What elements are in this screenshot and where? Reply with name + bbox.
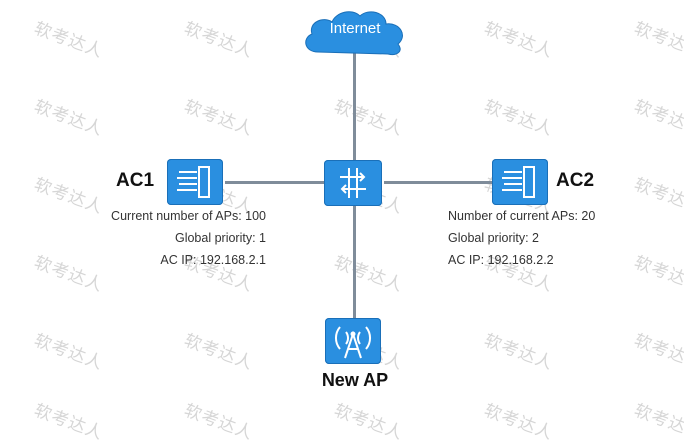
ac1-ap-count: Current number of APs: 100 [111, 209, 266, 223]
watermark-text: 软考达人 [331, 400, 406, 444]
ac2-priority: Global priority: 2 [448, 231, 540, 245]
new-ap-label: New AP [321, 370, 389, 390]
cloud-icon [305, 11, 403, 55]
watermark-text: 软考达人 [181, 96, 256, 141]
watermark-text: 软考达人 [181, 18, 256, 63]
watermark-text: 软考达人 [631, 96, 684, 141]
network-diagram: 软考达人软考达人软考达人软考达人软考达人软考达人软考达人软考达人软考达人软考达人… [31, 11, 684, 444]
watermark-text: 软考达人 [31, 96, 106, 141]
watermark-text: 软考达人 [331, 252, 406, 297]
watermark-text: 软考达人 [631, 330, 684, 375]
watermark-text: 软考达人 [31, 18, 106, 63]
ac1-title: AC1 [116, 170, 155, 191]
watermark-text: 软考达人 [631, 400, 684, 444]
link-switch-ac2 [384, 181, 492, 184]
wireless-ap-icon [335, 326, 371, 359]
access-controller-icon [177, 166, 210, 198]
watermark-text: 软考达人 [631, 252, 684, 297]
ac2-ap-count: Number of current APs: 20 [448, 209, 596, 223]
ac1-ip: AC IP: 192.168.2.1 [160, 253, 266, 267]
ac2-ip: AC IP: 192.168.2.2 [448, 253, 554, 267]
new-ap-device [325, 318, 381, 364]
ac1-details: Current number of APs: 100 Global priori… [40, 205, 266, 271]
access-controller-icon [502, 166, 535, 198]
ac1-device [167, 159, 223, 205]
watermark-text: 软考达人 [31, 400, 106, 444]
watermark-text: 软考达人 [481, 18, 556, 63]
watermark-text: 软考达人 [481, 330, 556, 375]
link-switch-ap [353, 204, 356, 320]
watermark-text: 软考达人 [631, 18, 684, 63]
link-ac1-switch [225, 181, 325, 184]
switch-icon [340, 168, 366, 198]
ac2-details: Number of current APs: 20 Global priorit… [448, 205, 595, 271]
watermark-text: 软考达人 [481, 96, 556, 141]
ac2-device [492, 159, 548, 205]
ac2-title: AC2 [556, 170, 595, 191]
watermark-text: 软考达人 [181, 330, 256, 375]
watermark-text: 软考达人 [631, 174, 684, 219]
watermark-text: 软考达人 [331, 96, 406, 141]
link-internet-switch [353, 50, 356, 162]
switch-device [324, 160, 382, 206]
ac1-priority: Global priority: 1 [174, 231, 266, 245]
watermark-text: 软考达人 [31, 330, 106, 375]
watermark-text: 软考达人 [481, 400, 556, 444]
internet-label: Internet [329, 20, 381, 37]
watermark-text: 软考达人 [181, 400, 256, 444]
